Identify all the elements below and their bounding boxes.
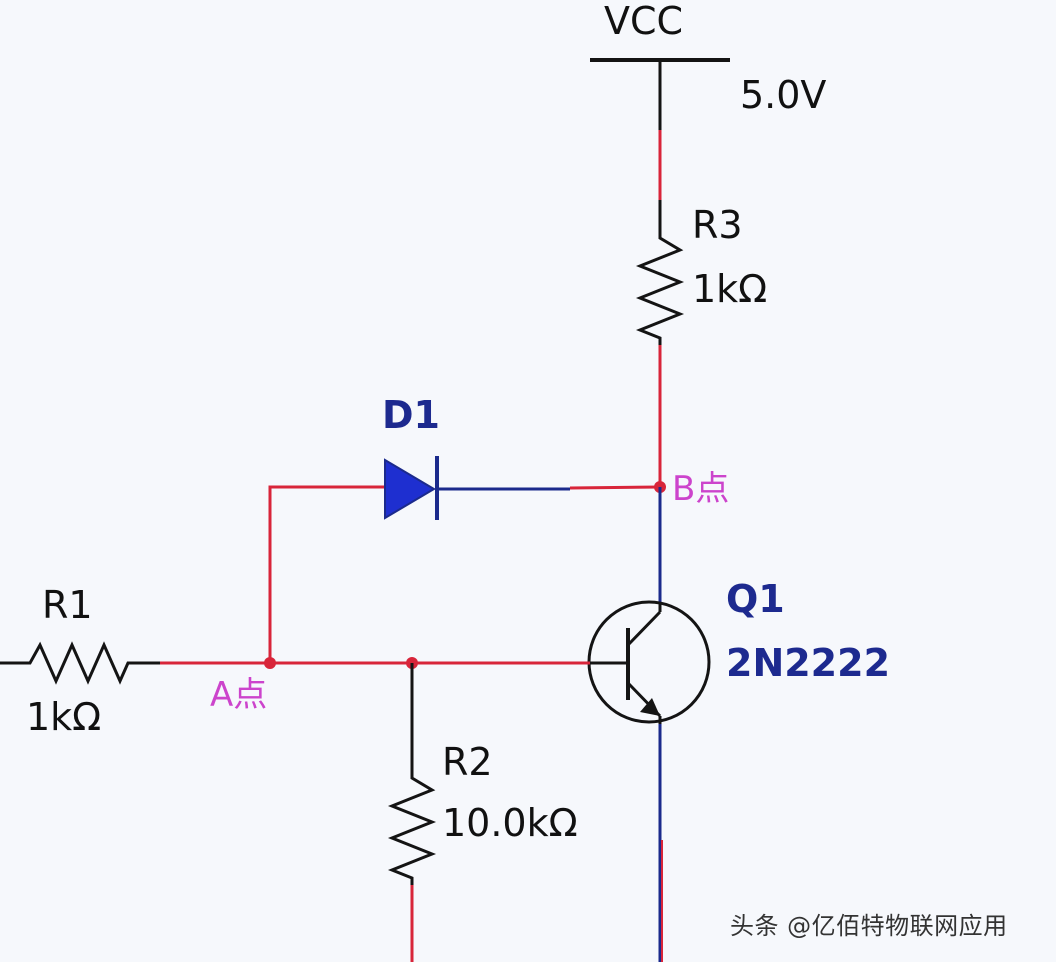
label-r3-value: 1kΩ xyxy=(692,267,767,311)
label-r1-value: 1kΩ xyxy=(26,695,101,739)
transistor-q1 xyxy=(587,600,711,724)
label-d1: D1 xyxy=(382,393,440,437)
label-r2-value: 10.0kΩ xyxy=(442,801,578,845)
label-r2: R2 xyxy=(442,740,493,784)
node-a-dot xyxy=(264,657,276,669)
resistor-r2 xyxy=(387,760,437,885)
label-vcc-value: 5.0V xyxy=(740,73,826,117)
resistor-r1 xyxy=(22,641,160,685)
label-node-b: B点 xyxy=(672,469,729,509)
resistor-r3 xyxy=(635,200,685,345)
label-r3: R3 xyxy=(692,203,743,247)
diode-d1-body xyxy=(384,458,436,520)
label-vcc: VCC xyxy=(604,0,683,43)
label-q1: Q1 xyxy=(726,577,785,621)
wire-a-diode xyxy=(268,485,385,663)
watermark-text: 头条 @亿佰特物联网应用 xyxy=(730,912,1008,940)
wire-diode-nodeb-red xyxy=(569,485,661,490)
label-r1: R1 xyxy=(42,583,93,627)
label-node-a: A点 xyxy=(210,675,267,715)
label-q1-part: 2N2222 xyxy=(726,641,890,685)
